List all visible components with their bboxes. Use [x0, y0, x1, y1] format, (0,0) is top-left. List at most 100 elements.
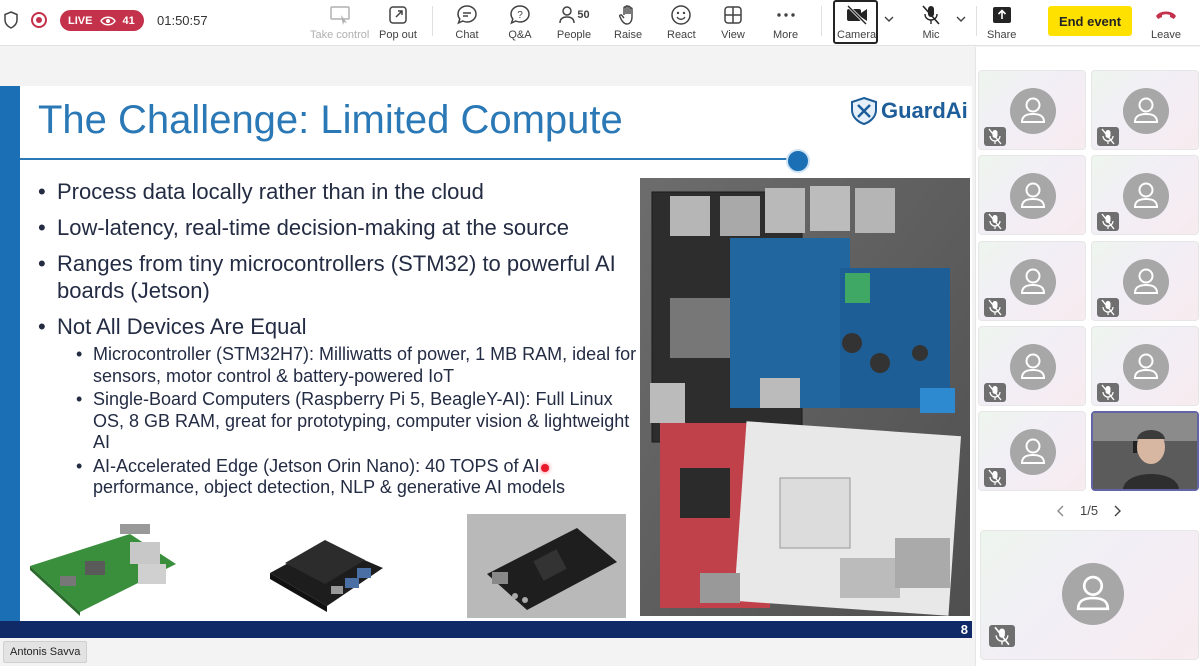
share-label: Share — [987, 29, 1017, 41]
raise-hand-button[interactable]: Raise — [614, 2, 642, 42]
self-view-tile[interactable] — [980, 530, 1199, 660]
qa-label: Q&A — [508, 29, 532, 41]
dev-boards-photo — [640, 178, 970, 616]
raspberry-pi-image — [30, 516, 176, 616]
hang-up-icon — [1154, 3, 1178, 27]
title-dot — [786, 149, 810, 173]
jetson-nano-image — [265, 518, 385, 614]
mic-muted-icon — [1097, 383, 1119, 402]
mic-muted-icon — [984, 383, 1006, 402]
participant-tile[interactable] — [978, 326, 1086, 406]
avatar-icon — [1123, 344, 1169, 390]
gallery-pager: 1/5 — [1056, 503, 1122, 518]
avatar-icon — [1010, 344, 1056, 390]
bullet-item: Ranges from tiny microcontrollers (STM32… — [38, 250, 638, 304]
recording-icon — [31, 12, 47, 28]
shield-icon — [4, 11, 18, 29]
react-button[interactable]: React — [667, 2, 696, 42]
avatar-icon — [1123, 88, 1169, 134]
avatar-icon — [1010, 88, 1056, 134]
people-button[interactable]: 50 People — [556, 2, 592, 42]
mic-muted-icon — [984, 212, 1006, 231]
meeting-timer: 01:50:57 — [157, 13, 208, 28]
participant-tile[interactable] — [1091, 241, 1199, 321]
mic-muted-icon — [984, 127, 1006, 146]
qa-icon: ? — [508, 3, 532, 27]
mic-off-icon — [919, 3, 943, 27]
eye-icon — [100, 16, 117, 25]
mic-muted-icon — [1097, 298, 1119, 317]
chat-button[interactable]: Chat — [455, 2, 479, 42]
bullet-item: Not All Devices Are Equal — [38, 313, 638, 340]
bullet-item: Process data locally rather than in the … — [38, 178, 638, 205]
participant-video — [1093, 413, 1197, 489]
camera-button-frame — [833, 0, 878, 44]
live-label: LIVE — [68, 14, 93, 27]
leave-label: Leave — [1151, 29, 1181, 41]
page-indicator: 1/5 — [1080, 503, 1099, 518]
participant-tile[interactable] — [978, 70, 1086, 150]
sub-bullet-item: AI-Accelerated Edge (Jetson Orin Nano): … — [38, 456, 638, 499]
slide-title: The Challenge: Limited Compute — [38, 98, 623, 142]
people-label: People — [556, 29, 592, 41]
title-underline — [20, 158, 798, 160]
viewer-count: 41 — [122, 14, 135, 27]
participant-tile[interactable] — [1091, 326, 1199, 406]
take-control-icon — [328, 3, 352, 27]
people-count: 50 — [577, 9, 590, 21]
chevron-right-icon[interactable] — [1112, 505, 1122, 517]
meeting-toolbar: LIVE 41 01:50:57 Take control Pop out Ch… — [0, 0, 1200, 46]
take-control-label: Take control — [310, 29, 370, 41]
share-button[interactable]: Share — [987, 2, 1016, 42]
participant-tile[interactable] — [1091, 155, 1199, 235]
mic-label: Mic — [922, 29, 940, 41]
mic-button[interactable]: Mic — [919, 2, 943, 42]
logo-shield-icon — [851, 96, 877, 126]
presentation-slide: The Challenge: Limited Compute GuardAi P… — [0, 86, 972, 638]
end-event-button[interactable]: End event — [1048, 6, 1132, 36]
participant-tile[interactable] — [978, 241, 1086, 321]
view-button[interactable]: View — [721, 2, 745, 42]
toolbar-divider — [432, 6, 433, 36]
avatar-icon — [1010, 173, 1056, 219]
chat-label: Chat — [455, 29, 479, 41]
avatar-icon — [1010, 429, 1056, 475]
pop-out-icon — [386, 3, 410, 27]
participant-gallery: 1/5 — [975, 47, 1200, 666]
mic-muted-icon — [1097, 212, 1119, 231]
pop-out-label: Pop out — [379, 29, 417, 41]
raise-label: Raise — [614, 29, 643, 41]
mic-muted-icon — [1097, 127, 1119, 146]
more-button[interactable]: More — [773, 2, 798, 42]
logo-text: GuardAi — [881, 98, 968, 123]
sub-bullet-item: Single-Board Computers (Raspberry Pi 5, … — [38, 389, 638, 454]
grid-icon — [721, 3, 745, 27]
presenter-name-tag: Antonis Savva — [3, 641, 88, 663]
chevron-down-icon[interactable] — [884, 14, 894, 24]
slide-accent-bar — [0, 86, 20, 638]
bullet-item: Low-latency, real-time decision-making a… — [38, 214, 638, 241]
bullet-list: Process data locally rather than in the … — [38, 178, 638, 501]
participant-tile[interactable] — [978, 411, 1086, 491]
participant-video-tile[interactable] — [1091, 411, 1199, 491]
pop-out-button[interactable]: Pop out — [379, 2, 417, 42]
leave-button[interactable]: Leave — [1151, 2, 1181, 42]
slide-footer: 8 — [0, 621, 972, 638]
avatar-icon — [1123, 259, 1169, 305]
chevron-left-icon[interactable] — [1056, 505, 1066, 517]
mic-muted-icon — [984, 298, 1006, 317]
live-badge[interactable]: LIVE 41 — [60, 10, 144, 31]
toolbar-divider — [976, 6, 977, 36]
camera-button[interactable]: Camera — [837, 2, 876, 42]
participant-tile[interactable] — [1091, 70, 1199, 150]
svg-text:?: ? — [517, 10, 523, 21]
chevron-down-icon[interactable] — [956, 14, 966, 24]
camera-label: Camera — [837, 29, 877, 41]
take-control-button[interactable]: Take control — [310, 2, 369, 42]
participant-tile[interactable] — [978, 155, 1086, 235]
laser-pointer — [541, 464, 549, 472]
mic-muted-icon — [984, 468, 1006, 487]
qa-button[interactable]: ? Q&A — [508, 2, 532, 42]
view-label: View — [721, 29, 745, 41]
react-label: React — [667, 29, 696, 41]
